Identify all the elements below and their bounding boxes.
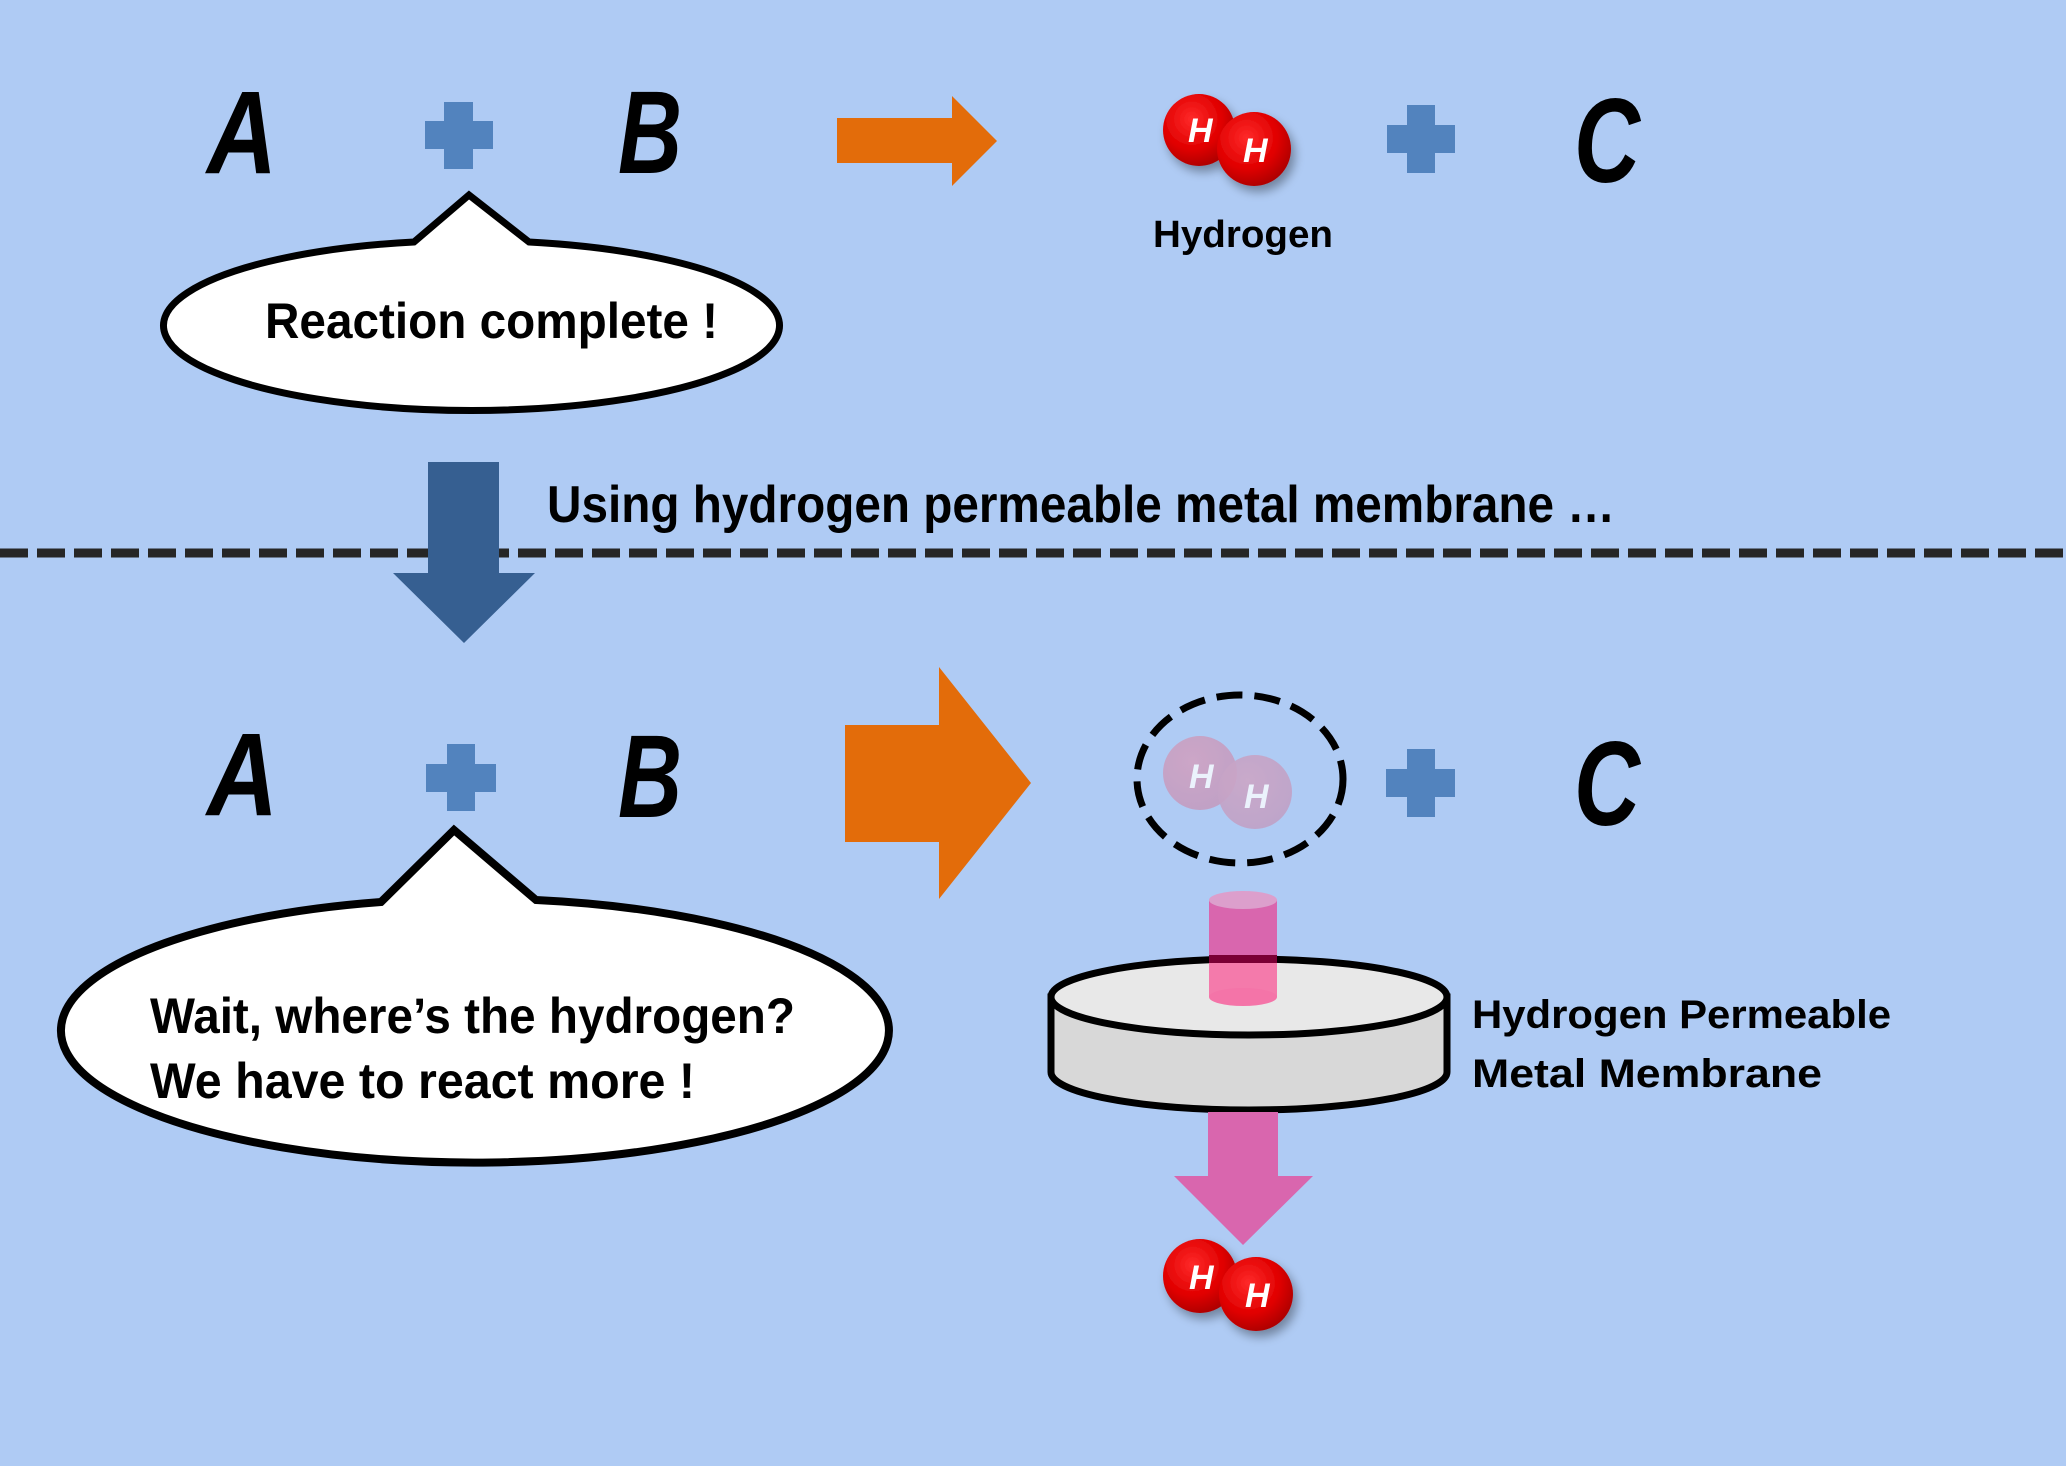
faded-hydrogen-molecule-icon: H H [1163, 736, 1292, 829]
reactant-a: A [205, 67, 277, 199]
membrane-label-line-2: Metal Membrane [1472, 1052, 1822, 1096]
speech-bubble-line-2: We have to react more ! [150, 1053, 695, 1109]
missing-hydrogen-dashed-outline [1133, 691, 1347, 867]
svg-text:H: H [1245, 1277, 1271, 1315]
permeated-hydrogen-molecule-icon: H H [1163, 1239, 1293, 1331]
plus-icon [1386, 749, 1455, 817]
transition: Using hydrogen permeable metal membrane … [0, 462, 2066, 643]
permeation-arrow-icon [1174, 1112, 1313, 1245]
reaction-arrow-icon [837, 96, 997, 186]
svg-text:H: H [1243, 132, 1269, 170]
metal-membrane-icon [1047, 891, 1451, 1114]
down-arrow-icon [393, 462, 535, 643]
transition-caption: Using hydrogen permeable metal membrane … [547, 476, 1615, 534]
top-reaction: A B H H Hydrogen C Reaction complete ! [160, 67, 1642, 414]
product-c: C [1574, 74, 1642, 208]
hydrogen-label: Hydrogen [1153, 214, 1333, 256]
svg-text:H: H [1244, 778, 1270, 816]
speech-bubble-line-1: Wait, where’s the hydrogen? [150, 988, 795, 1044]
reactant-b: B [618, 67, 682, 199]
bottom-reaction: A B H H C Wait, where’s the hydrogen? We… [56, 667, 1891, 1331]
svg-text:H: H [1188, 112, 1214, 150]
plus-icon [426, 744, 496, 811]
product-c: C [1574, 717, 1642, 851]
reaction-arrow-icon [845, 667, 1031, 899]
reactant-b: B [618, 711, 682, 843]
svg-text:H: H [1189, 758, 1215, 796]
membrane-label-line-1: Hydrogen Permeable [1472, 993, 1891, 1037]
plus-icon [1387, 105, 1455, 173]
speech-bubble-text: Reaction complete ! [265, 293, 718, 349]
reactant-a: A [205, 709, 278, 841]
hydrogen-molecule-icon: H H [1163, 94, 1291, 186]
speech-bubble: Wait, where’s the hydrogen? We have to r… [56, 824, 893, 1167]
plus-icon [425, 102, 493, 169]
speech-bubble: Reaction complete ! [160, 190, 783, 414]
svg-text:H: H [1189, 1259, 1215, 1297]
